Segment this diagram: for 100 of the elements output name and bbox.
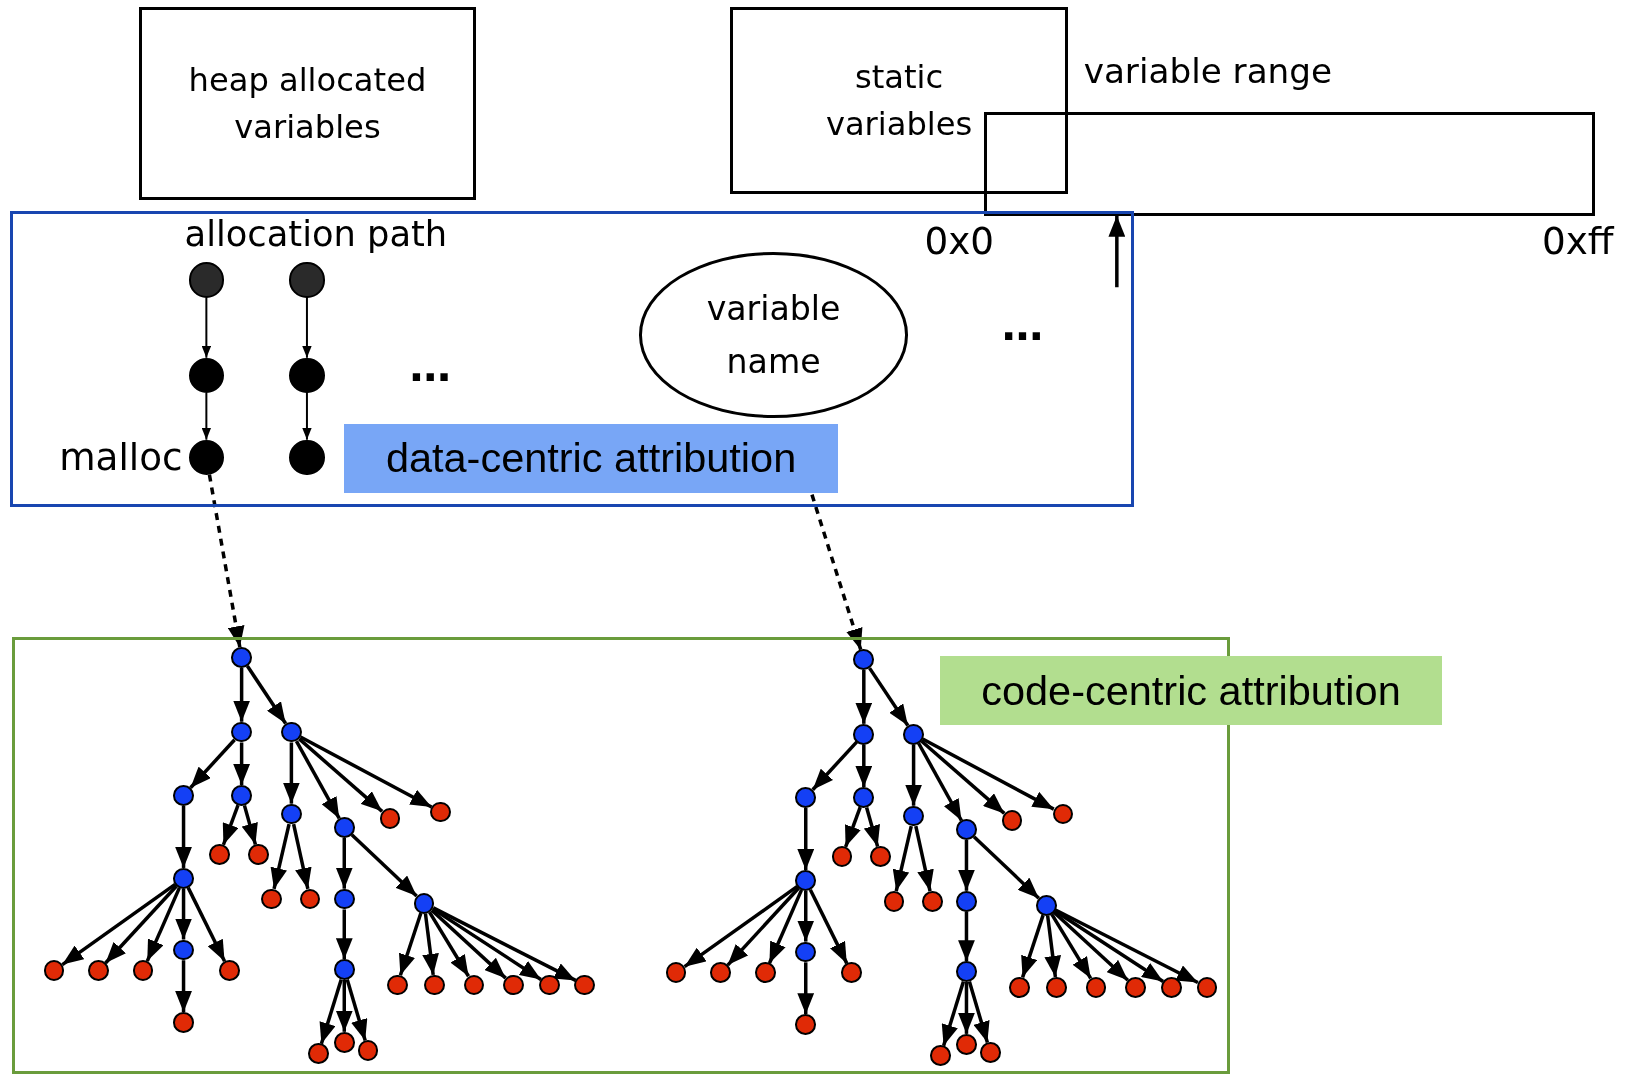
tree-node (710, 962, 732, 984)
tree-node (1052, 803, 1074, 825)
tree-node (795, 870, 817, 891)
arrow (335, 979, 353, 1032)
tree-node (754, 962, 776, 984)
arrow (270, 823, 291, 890)
arrow (808, 888, 849, 965)
dashed-arrow (207, 474, 245, 648)
tree-node (1161, 976, 1183, 998)
attribution-label: data-centric attribution (344, 424, 838, 493)
tree-node (43, 960, 65, 981)
tree-node (903, 805, 924, 827)
arrow (797, 807, 815, 871)
arrow (868, 667, 910, 727)
arrow (398, 912, 423, 976)
tree-node (956, 1033, 977, 1055)
path-node (188, 357, 224, 393)
arrow (201, 392, 212, 441)
arrow (843, 806, 862, 848)
tree-node (424, 974, 445, 996)
path-node (289, 439, 325, 475)
arrow (855, 744, 873, 788)
arrow (797, 890, 815, 942)
arrow (726, 886, 800, 967)
tree-node (956, 890, 977, 912)
arrow (335, 837, 353, 889)
ellipsis-text: … (1001, 302, 1044, 351)
arrow (1050, 913, 1093, 980)
arrow (298, 737, 384, 813)
arrow (958, 982, 975, 1034)
tree-node (379, 807, 401, 829)
tree-node (1125, 976, 1146, 998)
tree-node (281, 803, 302, 825)
tree-node (1009, 976, 1030, 998)
tree-node (841, 962, 862, 984)
tree-node (574, 974, 596, 996)
arrow (283, 742, 300, 804)
tree-node (430, 801, 452, 823)
arrow (1054, 909, 1165, 983)
tree-node (88, 960, 109, 981)
arrow (920, 739, 1006, 815)
tree-node (795, 941, 817, 963)
dashed-arrow (810, 494, 863, 651)
arrow (972, 835, 1040, 900)
tree-node (333, 817, 355, 838)
arrow (189, 738, 236, 789)
tree-node (903, 723, 924, 745)
tree-node (231, 785, 252, 806)
arrow (905, 744, 922, 806)
arrow (201, 296, 212, 359)
tree-node (132, 960, 154, 981)
arrow (917, 742, 963, 822)
tree-node (921, 890, 943, 912)
arrow (291, 823, 312, 890)
tree-node (956, 961, 977, 982)
tree-node (1196, 976, 1218, 998)
arrow (941, 981, 966, 1047)
tree-node (795, 787, 817, 808)
arrow (958, 911, 975, 962)
path-node (289, 262, 325, 298)
tree-node (539, 974, 560, 996)
arrow (921, 737, 1055, 811)
tree-node (1085, 976, 1107, 998)
arrow (967, 981, 990, 1044)
tree-node (853, 649, 875, 670)
tree-node (883, 890, 905, 912)
tree-node (502, 974, 524, 996)
arrow (855, 669, 873, 724)
arrow (221, 804, 240, 846)
tree-node (173, 867, 194, 889)
tree-node (795, 1014, 817, 1035)
arrow (233, 667, 250, 722)
tree-node (979, 1042, 1001, 1063)
arrow (811, 740, 859, 791)
tree-node (173, 939, 194, 961)
arrow (1020, 914, 1045, 978)
ellipse-node: variable name (638, 251, 909, 418)
ellipsis-text: … (409, 344, 452, 392)
tree-node (209, 844, 231, 865)
path-node (188, 262, 224, 298)
arrow (233, 742, 250, 785)
arrow (350, 833, 418, 898)
tree-node (357, 1040, 379, 1061)
tree-node (1035, 894, 1057, 916)
arrow (61, 882, 177, 967)
path-node (188, 439, 224, 475)
arrow (186, 886, 227, 963)
arrow (175, 960, 192, 1013)
tree-node (231, 721, 252, 743)
tree-node (413, 892, 435, 914)
tree-node (831, 846, 853, 867)
arrow (335, 909, 353, 960)
section-label: allocation path (184, 214, 448, 255)
tree-node (463, 974, 485, 996)
tree-node (386, 974, 408, 996)
arrow (345, 979, 368, 1041)
arrow (432, 906, 577, 982)
arrow (145, 887, 181, 962)
tree-node (307, 1043, 329, 1064)
tree-node (247, 844, 269, 865)
